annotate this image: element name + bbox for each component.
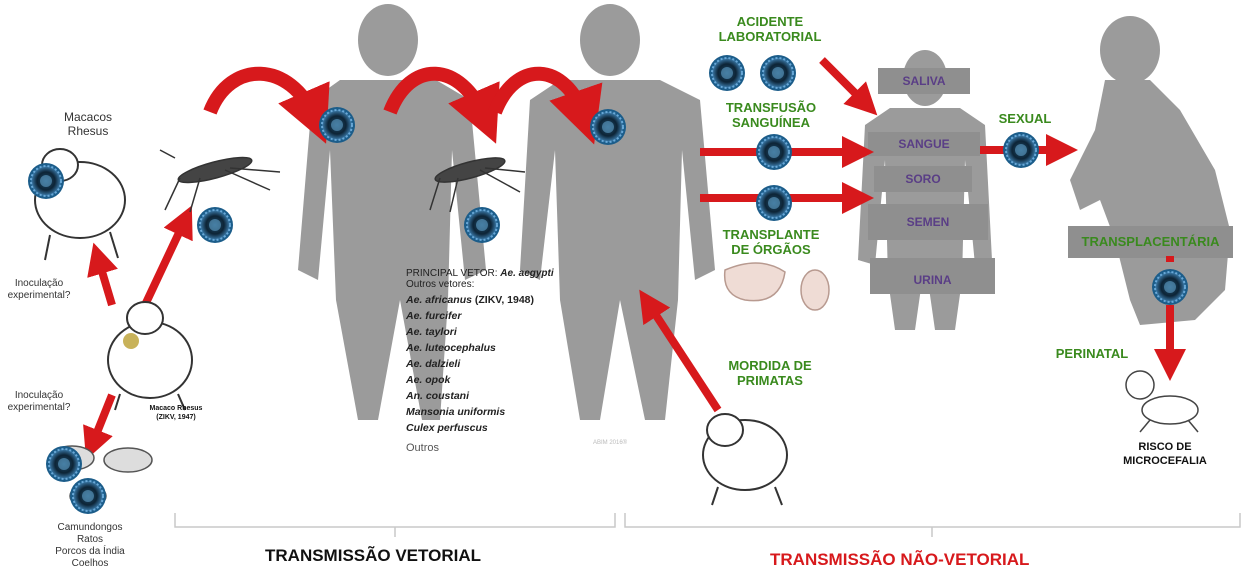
vector-item: Ae. opok [406, 372, 606, 388]
footer-nonvector-transmission: TRANSMISSÃO NÃO-VETORIAL [770, 550, 1029, 570]
organs-icon [725, 263, 829, 310]
fluid-serum: SORO [874, 166, 972, 192]
virus-icon [756, 134, 792, 170]
fluid-urine: URINA [870, 262, 995, 298]
route-sexual: SEXUAL [990, 111, 1060, 126]
vector-item: Ae. africanus (ZIKV, 1948) [406, 292, 606, 308]
virus-icon [1152, 269, 1188, 305]
virus-icon [1003, 132, 1039, 168]
vector-item: Ae. dalzieli [406, 356, 606, 372]
bracket-vector [175, 513, 615, 537]
arrow-rhesus-mosquito [145, 220, 185, 305]
fluid-semen: SEMEN [868, 204, 988, 240]
vector-item: Ae. furcifer [406, 308, 606, 324]
cycle-arrow-1 [210, 74, 315, 118]
virus-icon [756, 185, 792, 221]
virus-icon [197, 207, 233, 243]
footer-vector-transmission: TRANSMISSÃO VETORIAL [265, 546, 481, 566]
arrow-lab [822, 60, 866, 104]
vector-item: Ae. luteocephalus [406, 340, 606, 356]
route-perinatal: PERINATAL [1052, 346, 1132, 361]
virus-icon [590, 109, 626, 145]
watermark: ABIM 2016® [593, 440, 627, 446]
vector-item: Mansonia uniformis [406, 404, 606, 420]
route-transplacental: TRANSPLACENTÁRIA [1068, 234, 1233, 249]
virus-icon [709, 55, 745, 91]
pregnant-silhouette [1070, 16, 1230, 325]
mosquito-icon-1 [160, 150, 280, 212]
vector-item: An. coustani [406, 388, 606, 404]
virus-icon [46, 446, 82, 482]
virus-icon [28, 163, 64, 199]
virus-icon [760, 55, 796, 91]
virus-icon [464, 207, 500, 243]
fluid-blood: SANGUE [868, 132, 980, 156]
virus-icon [70, 478, 106, 514]
monkey-icon-center [108, 302, 192, 410]
vector-item: Ae. taylori [406, 324, 606, 340]
vector-item: Culex perfuscus [406, 420, 606, 436]
rhesus-reference: Macaco Rhesus(ZIKV, 1947) [140, 404, 212, 422]
bracket-nonvector [625, 513, 1240, 537]
virus-icon [319, 107, 355, 143]
vector-list: PRINCIPAL VETOR: Ae. aegypti Outros veto… [406, 268, 606, 454]
monkey-icon-bite [703, 414, 787, 505]
fluid-saliva: SALIVA [878, 68, 970, 94]
baby-icon [1126, 371, 1198, 432]
arrow-rhesus-down [92, 395, 112, 445]
vector-others: Outros [406, 442, 606, 454]
arrow-rhesus-up [98, 258, 112, 305]
